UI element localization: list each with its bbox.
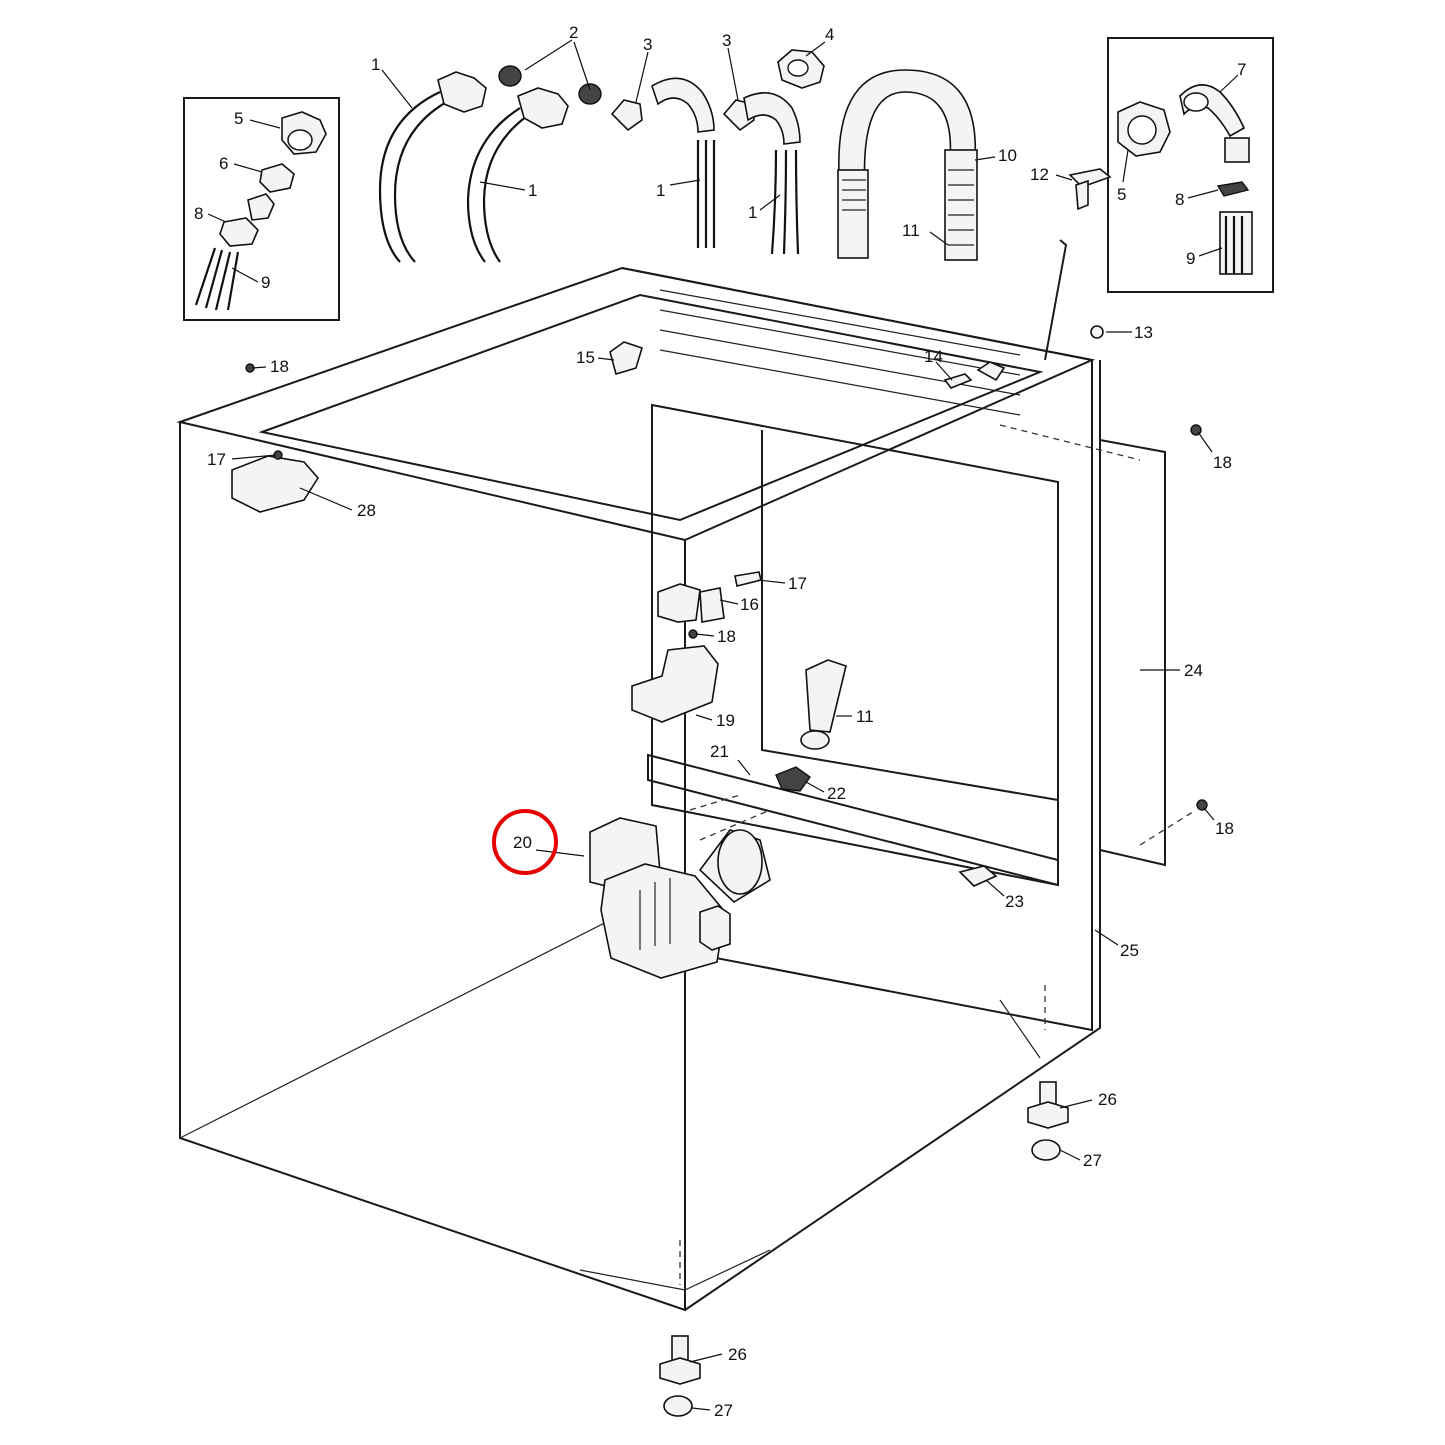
- callout-7: 7: [1237, 60, 1246, 79]
- cabinet-frame: [176, 266, 1197, 1312]
- callout-22: 22: [827, 784, 846, 803]
- callout-11: 11: [902, 221, 920, 240]
- callout-26: 26: [1098, 1090, 1117, 1109]
- callout-14: 14: [924, 347, 943, 366]
- callout-15: 15: [576, 348, 595, 367]
- callout-27: 27: [714, 1401, 733, 1420]
- callout-18: 18: [717, 627, 736, 646]
- highlight-circle: [492, 809, 558, 875]
- callout-labels: 1 1 1 1 2 3 3 4 5 6 8 9 10 11 12 7 5 8 9…: [194, 23, 1246, 1420]
- callout-4: 4: [825, 25, 834, 44]
- callout-13: 13: [1134, 323, 1153, 342]
- callout-3: 3: [722, 31, 731, 50]
- callout-1: 1: [528, 181, 537, 200]
- callout-18: 18: [270, 357, 289, 376]
- right-inset-box: [1107, 37, 1274, 293]
- callout-23: 23: [1005, 892, 1024, 911]
- callout-1: 1: [371, 55, 380, 74]
- callout-1: 1: [656, 181, 665, 200]
- leader-lines: [207, 39, 1239, 1411]
- callout-6: 6: [219, 154, 228, 173]
- callout-9: 9: [1186, 249, 1195, 268]
- callout-18: 18: [1215, 819, 1234, 838]
- screw-and-rod: [1044, 168, 1112, 361]
- left-inset-box: [183, 97, 340, 321]
- callout-10: 10: [998, 146, 1017, 165]
- callout-16: 16: [740, 595, 759, 614]
- callout-27: 27: [1083, 1151, 1102, 1170]
- callout-18: 18: [1213, 453, 1232, 472]
- callout-28: 28: [357, 501, 376, 520]
- callout-20: 20: [513, 833, 532, 852]
- callout-19: 19: [716, 711, 735, 730]
- internal-parts: [231, 341, 1006, 887]
- callout-5: 5: [1117, 185, 1126, 204]
- callout-12: 12: [1030, 165, 1049, 184]
- callout-25: 25: [1120, 941, 1139, 960]
- callout-11: 11: [856, 707, 874, 726]
- callout-1: 1: [748, 203, 757, 222]
- inset-right-parts: [1117, 84, 1253, 275]
- top-inlet-hoses: [378, 49, 825, 263]
- feet-and-caps: [659, 1081, 1069, 1417]
- callout-24: 24: [1184, 661, 1203, 680]
- callout-17: 17: [207, 450, 226, 469]
- drain-pump: [589, 817, 771, 979]
- callout-2: 2: [569, 23, 578, 42]
- callout-17: 17: [788, 574, 807, 593]
- callout-8: 8: [1175, 190, 1184, 209]
- callout-26: 26: [728, 1345, 747, 1364]
- callout-5: 5: [234, 109, 243, 128]
- screws: [245, 325, 1208, 811]
- drain-hose: [837, 69, 978, 261]
- inset-left-parts: [194, 111, 327, 311]
- callout-21: 21: [710, 742, 729, 761]
- callout-3: 3: [643, 35, 652, 54]
- callout-8: 8: [194, 204, 203, 223]
- callout-9: 9: [261, 273, 270, 292]
